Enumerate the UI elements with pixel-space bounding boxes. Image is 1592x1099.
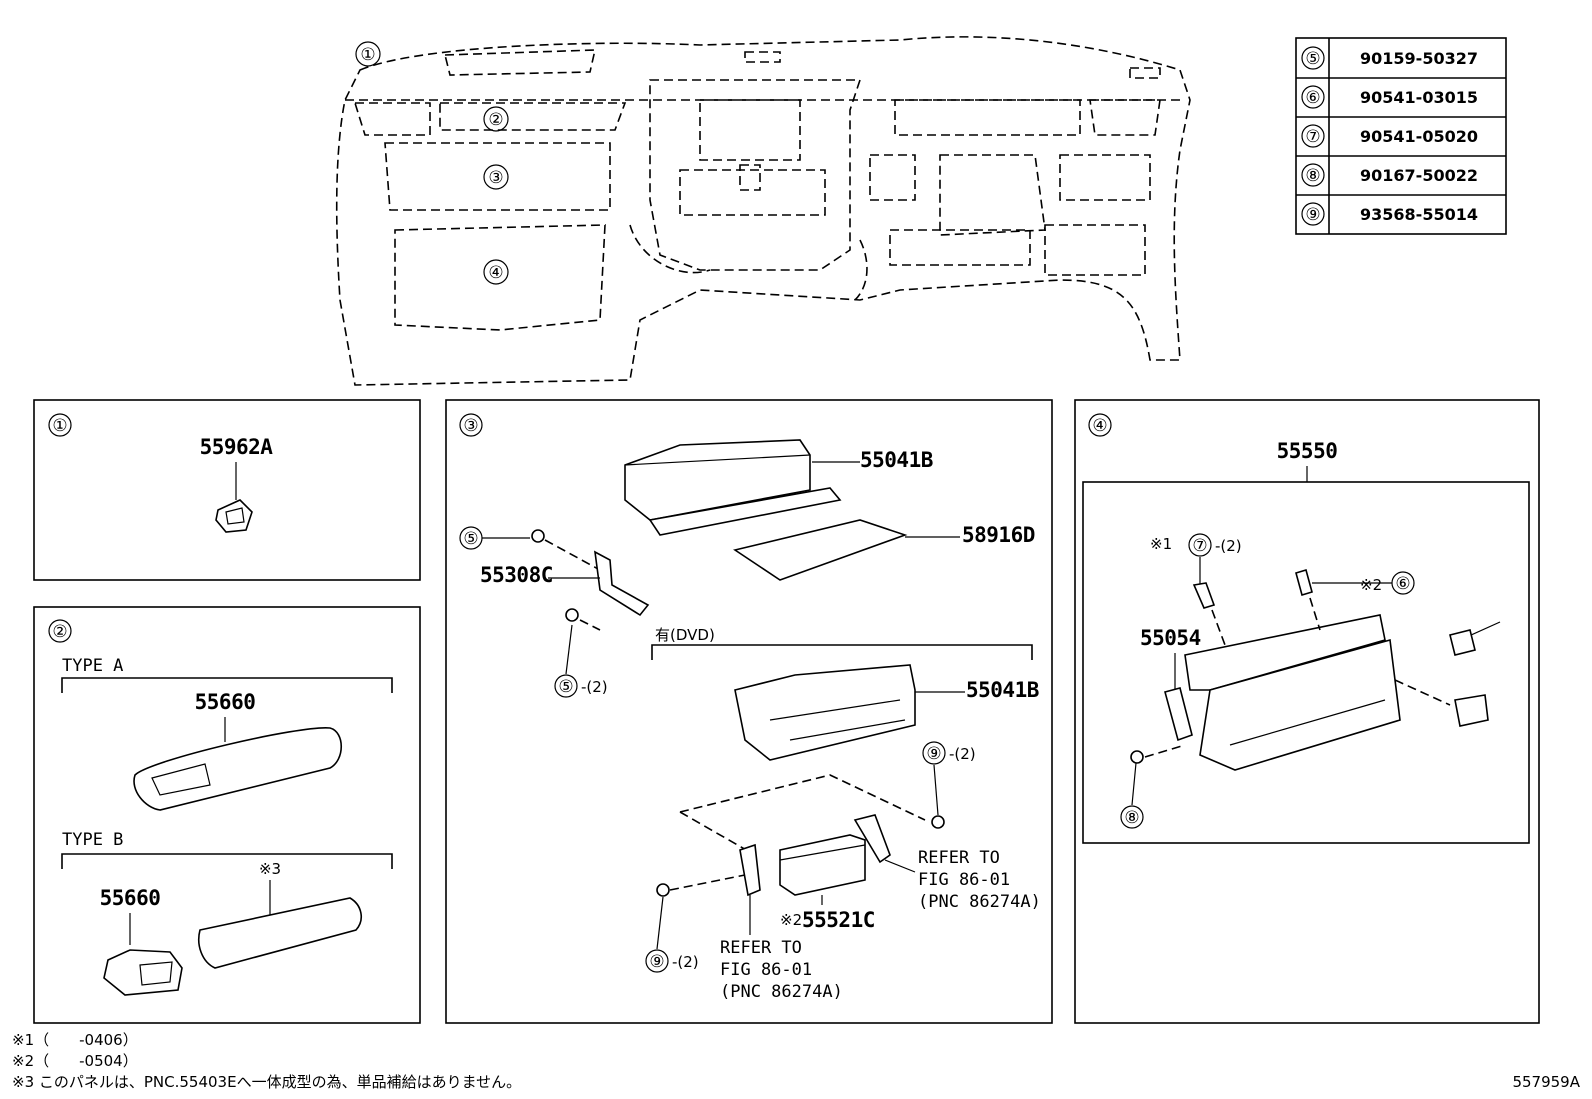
glovebox-door — [1199, 638, 1401, 771]
overview-callout-3: ③ — [483, 164, 509, 190]
dashboard-overview: ① ② ③ ④ — [335, 36, 1191, 386]
svg-text:※1（ -0406）: ※1（ -0406） — [12, 1031, 138, 1049]
clip-part — [215, 499, 253, 533]
svg-text:⑦: ⑦ — [1192, 536, 1207, 556]
panel-4: ④ 55550 ※1 ⑦ -(2) ※2 ⑥ 55054 ⑧ — [1074, 399, 1540, 1024]
svg-text:-(2): -(2) — [672, 953, 699, 971]
svg-text:④: ④ — [488, 263, 503, 283]
svg-text:③: ③ — [463, 416, 478, 436]
svg-text:58916D: 58916D — [962, 523, 1035, 547]
overview-callout-2: ② — [483, 106, 509, 132]
bracket-55308C — [594, 550, 650, 617]
svg-text:※2: ※2 — [780, 911, 802, 929]
svg-text:②: ② — [488, 110, 503, 130]
svg-text:①: ① — [52, 416, 67, 436]
svg-text:-(2): -(2) — [581, 678, 608, 696]
svg-text:⑨: ⑨ — [1305, 205, 1320, 225]
overview-callout-1: ① — [355, 41, 381, 67]
part-label-55550: 55550 — [1277, 439, 1338, 463]
damper-55054 — [1164, 687, 1193, 742]
svg-text:55308C: 55308C — [480, 563, 553, 587]
svg-text:※3 このパネルは、PNC.55403Eへ一体成型の為、単品: ※3 このパネルは、PNC.55403Eへ一体成型の為、単品補給はありません。 — [12, 1073, 521, 1091]
svg-text:-(2): -(2) — [1215, 537, 1242, 555]
svg-text:③: ③ — [488, 168, 503, 188]
table-row: ⑥ 90541-03015 — [1301, 85, 1478, 109]
svg-text:90541-03015: 90541-03015 — [1360, 88, 1478, 107]
svg-text:55041B: 55041B — [860, 448, 933, 472]
footnotes: ※1（ -0406） ※2（ -0504） ※3 このパネルは、PNC.5540… — [12, 1031, 1581, 1091]
table-row: ⑦ 90541-05020 — [1301, 124, 1478, 148]
svg-text:(PNC 86274A): (PNC 86274A) — [918, 892, 1041, 912]
panel-3: ③ 55041B 58916D ⑤ 55308C ⑤ -(2) 有(DVD) 5… — [445, 399, 1053, 1024]
svg-text:(PNC 86274A): (PNC 86274A) — [720, 982, 843, 1002]
svg-text:⑧: ⑧ — [1305, 166, 1320, 186]
svg-text:REFER TO: REFER TO — [720, 938, 802, 958]
dvd-label: 有(DVD) — [655, 626, 715, 644]
table-row: ⑨ 93568-55014 — [1301, 202, 1478, 226]
svg-text:90167-50022: 90167-50022 — [1360, 166, 1478, 185]
svg-text:⑥: ⑥ — [1305, 88, 1320, 108]
svg-text:55041B: 55041B — [966, 678, 1039, 702]
svg-text:90541-05020: 90541-05020 — [1360, 127, 1478, 146]
svg-text:93568-55014: 93568-55014 — [1360, 205, 1478, 224]
panel-2: ② TYPE A 55660 TYPE B ※3 55660 — [33, 606, 421, 1024]
svg-text:※3: ※3 — [259, 860, 281, 878]
latch-part — [1454, 694, 1489, 727]
svg-text:⑨: ⑨ — [649, 952, 664, 972]
svg-text:⑤: ⑤ — [558, 677, 573, 697]
svg-text:※1: ※1 — [1150, 535, 1172, 553]
vent-panel-type-a — [133, 727, 343, 811]
table-row: ⑧ 90167-50022 — [1301, 163, 1478, 187]
svg-text:⑦: ⑦ — [1305, 127, 1320, 147]
svg-text:⑥: ⑥ — [1395, 574, 1410, 594]
svg-text:②: ② — [52, 622, 67, 642]
svg-text:⑤: ⑤ — [1305, 49, 1320, 69]
svg-text:⑨: ⑨ — [926, 744, 941, 764]
svg-text:55521C: 55521C — [802, 908, 875, 932]
part-label-55962A: 55962A — [200, 435, 274, 459]
svg-text:※2（ -0504）: ※2（ -0504） — [12, 1052, 138, 1070]
svg-text:FIG 86-01: FIG 86-01 — [918, 870, 1010, 890]
svg-text:FIG 86-01: FIG 86-01 — [720, 960, 812, 980]
svg-text:①: ① — [360, 45, 375, 65]
mat-58916D — [733, 519, 908, 581]
storage-box-55041B — [624, 439, 811, 521]
type-b-label: TYPE B — [62, 830, 123, 850]
storage-box-dvd — [734, 664, 916, 761]
svg-text:⑧: ⑧ — [1124, 808, 1139, 828]
type-a-label: TYPE A — [62, 656, 123, 676]
part-label-55660-b: 55660 — [100, 886, 161, 910]
panel-1: ① 55962A — [33, 399, 421, 581]
figure-id: 557959A — [1512, 1073, 1580, 1091]
vent-type-b — [103, 949, 183, 996]
svg-text:※2: ※2 — [1360, 576, 1382, 594]
svg-text:⑤: ⑤ — [463, 529, 478, 549]
table-row: ⑤ 90159-50327 — [1301, 46, 1478, 70]
overview-callout-4: ④ — [483, 259, 509, 285]
svg-text:-(2): -(2) — [949, 745, 976, 763]
pocket-55521C — [779, 834, 866, 896]
part-label-55660-a: 55660 — [195, 690, 256, 714]
svg-text:④: ④ — [1092, 416, 1107, 436]
part-label-55054: 55054 — [1140, 626, 1201, 650]
svg-text:90159-50327: 90159-50327 — [1360, 49, 1478, 68]
trim-panel-type-b — [198, 897, 363, 969]
fastener-table: ⑤ 90159-50327 ⑥ 90541-03015 ⑦ 90541-0502… — [1295, 37, 1507, 235]
svg-text:REFER TO: REFER TO — [918, 848, 1000, 868]
